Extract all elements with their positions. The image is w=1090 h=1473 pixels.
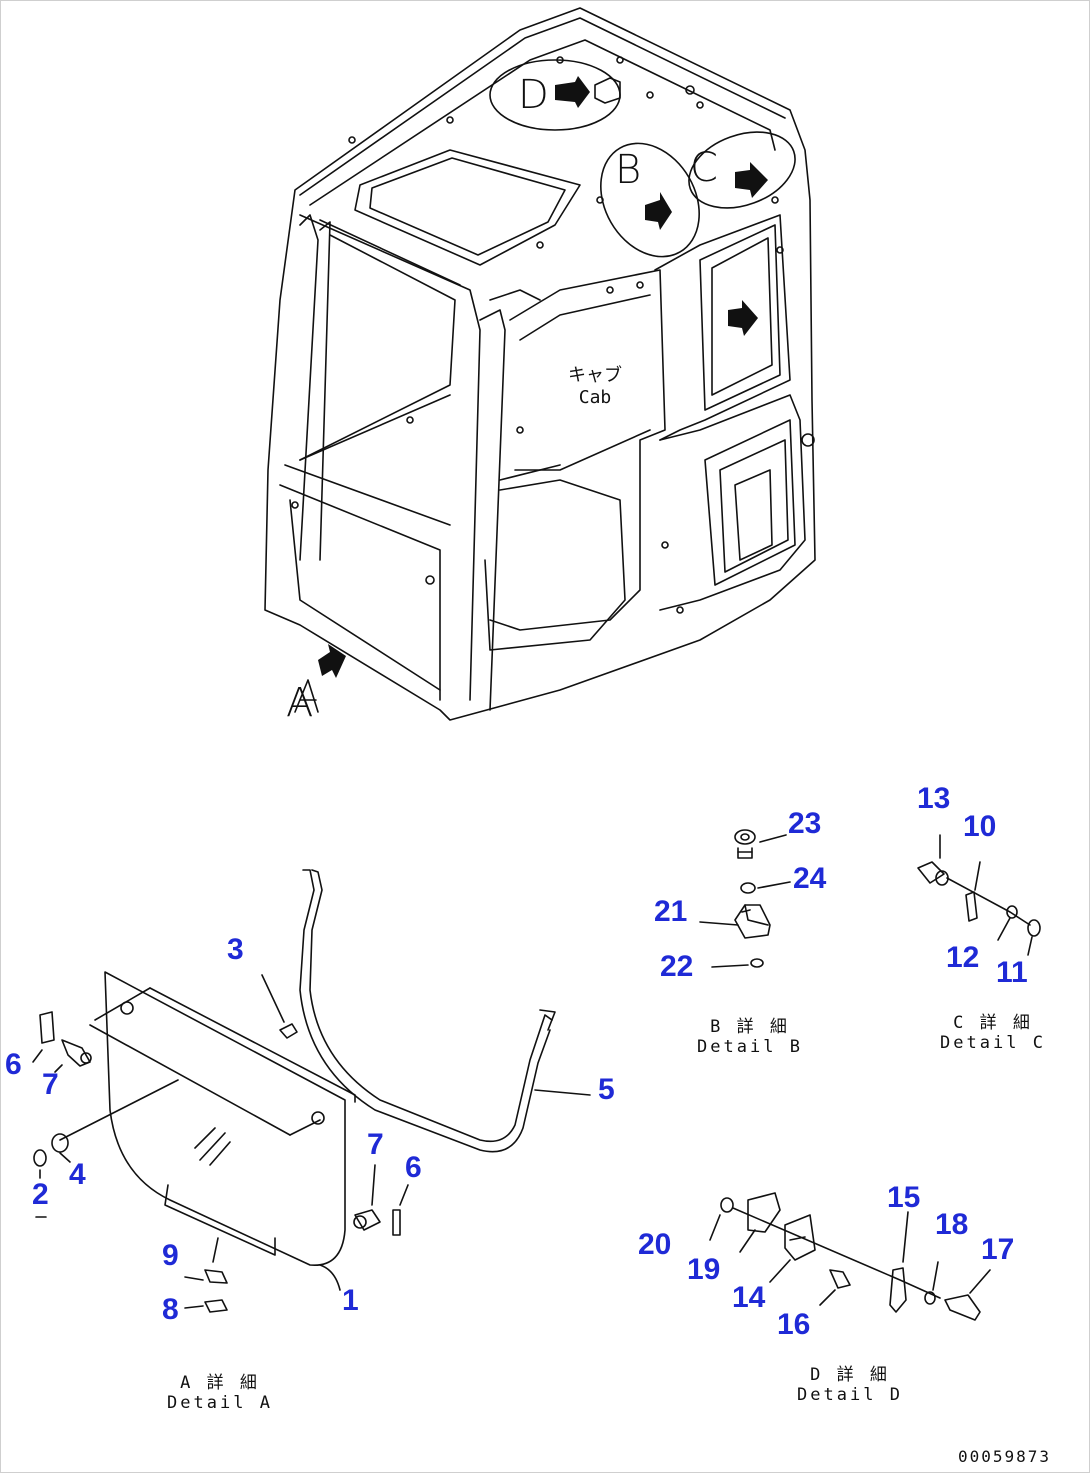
callout-6-right: 6 — [405, 1151, 422, 1184]
detail-a-caption-jp: A 詳 細 — [180, 1373, 260, 1393]
cab-body — [264, 7, 816, 721]
detail-d-drawing — [709, 1192, 991, 1321]
detail-b-drawing — [699, 829, 791, 968]
detail-a-drawing — [32, 869, 591, 1313]
callout-4: 4 — [69, 1158, 86, 1191]
callout-15: 15 — [887, 1181, 921, 1214]
detail-a-caption: A 詳 細 Detail A — [160, 1373, 280, 1413]
detail-c-drawing — [917, 834, 1041, 956]
view-marker-d: D — [518, 72, 549, 118]
detail-a-caption-en: Detail A — [167, 1393, 273, 1413]
callout-7-right: 7 — [367, 1128, 384, 1161]
detail-c-caption: C 詳 細 Detail C — [933, 1013, 1053, 1053]
callout-18: 18 — [935, 1208, 969, 1241]
callout-16: 16 — [777, 1308, 811, 1341]
callout-14: 14 — [732, 1281, 766, 1314]
detail-d-caption: D 詳 細 Detail D — [790, 1365, 910, 1405]
callout-24: 24 — [793, 862, 827, 895]
view-marker-b: B — [615, 147, 642, 193]
callout-8: 8 — [162, 1293, 179, 1326]
cab-label: キャブ Cab — [568, 365, 622, 409]
callout-3: 3 — [227, 933, 244, 966]
callout-12: 12 — [946, 941, 980, 974]
callout-19: 19 — [687, 1253, 721, 1286]
detail-c-caption-jp: C 詳 細 — [953, 1013, 1033, 1033]
view-marker-a: A — [286, 680, 314, 726]
callout-9: 9 — [162, 1239, 179, 1272]
detail-b-caption-jp: B 詳 細 — [710, 1017, 790, 1037]
detail-b-caption-en: Detail B — [697, 1037, 803, 1057]
callout-7-left: 7 — [42, 1068, 59, 1101]
view-marker-c: C — [690, 145, 718, 191]
callout-10: 10 — [963, 810, 997, 843]
view-arrows — [318, 76, 768, 678]
cab-label-en: Cab — [578, 387, 612, 408]
detail-b-caption: B 詳 細 Detail B — [690, 1017, 810, 1057]
detail-c-caption-en: Detail C — [940, 1033, 1046, 1053]
cab-label-jp: キャブ — [568, 365, 622, 386]
callout-17: 17 — [981, 1233, 1015, 1266]
drawing-number: 00059873 — [958, 1447, 1052, 1466]
callout-2: 2 — [32, 1178, 49, 1211]
callout-5: 5 — [598, 1073, 615, 1106]
callout-13: 13 — [917, 782, 951, 815]
callout-21: 21 — [654, 895, 688, 928]
callout-6-left: 6 — [5, 1048, 22, 1081]
callout-1: 1 — [342, 1284, 359, 1317]
detail-d-caption-en: Detail D — [797, 1385, 903, 1405]
callout-11: 11 — [996, 956, 1028, 989]
callout-20: 20 — [638, 1228, 672, 1261]
detail-d-caption-jp: D 詳 細 — [810, 1365, 890, 1385]
callout-22: 22 — [660, 950, 694, 983]
callout-23: 23 — [788, 807, 822, 840]
